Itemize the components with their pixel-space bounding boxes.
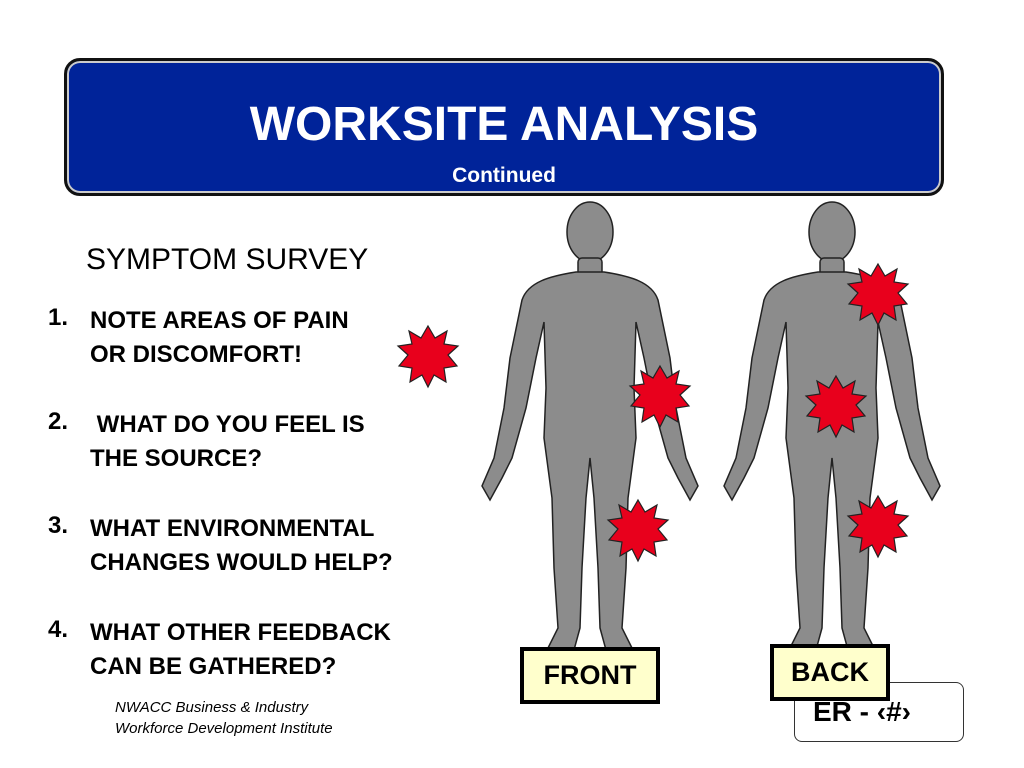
survey-list: 1. NOTE AREAS OF PAIN OR DISCOMFORT! 2. …	[48, 304, 393, 720]
page-title: WORKSITE ANALYSIS	[249, 98, 759, 151]
list-item-text: WHAT ENVIRONMENTAL CHANGES WOULD HELP?	[90, 515, 393, 576]
list-item-number: 1.	[48, 304, 69, 331]
list-item-text: WHAT OTHER FEEDBACK CAN BE GATHERED?	[90, 619, 391, 680]
list-item: 2. WHAT DO YOU FEEL IS THE SOURCE?	[48, 408, 393, 476]
footer: NWACC Business & Industry Workforce Deve…	[115, 697, 333, 739]
list-item-number: 3.	[48, 512, 69, 539]
list-item-number: 2.	[48, 408, 69, 435]
list-item: 4. WHAT OTHER FEEDBACK CAN BE GATHERED?	[48, 616, 393, 684]
page-subtitle: Continued	[452, 164, 556, 187]
front-label: FRONT	[520, 647, 660, 704]
title-banner: WORKSITE ANALYSIS Continued	[64, 58, 944, 196]
list-item: 3. WHAT ENVIRONMENTAL CHANGES WOULD HELP…	[48, 512, 393, 580]
front-body-figure	[481, 201, 699, 651]
pain-marker-front-forearm	[629, 365, 691, 428]
list-item-number: 4.	[48, 616, 69, 643]
back-label: BACK	[770, 644, 890, 701]
footer-line-2: Workforce Development Institute	[115, 720, 333, 737]
survey-heading: SYMPTOM SURVEY	[86, 243, 369, 276]
list-item: 1. NOTE AREAS OF PAIN OR DISCOMFORT!	[48, 304, 393, 372]
pain-marker-legend	[397, 325, 459, 388]
list-item-text: NOTE AREAS OF PAIN OR DISCOMFORT!	[90, 307, 349, 368]
footer-line-1: NWACC Business & Industry	[115, 699, 309, 716]
list-item-text: WHAT DO YOU FEEL IS THE SOURCE?	[90, 411, 365, 472]
